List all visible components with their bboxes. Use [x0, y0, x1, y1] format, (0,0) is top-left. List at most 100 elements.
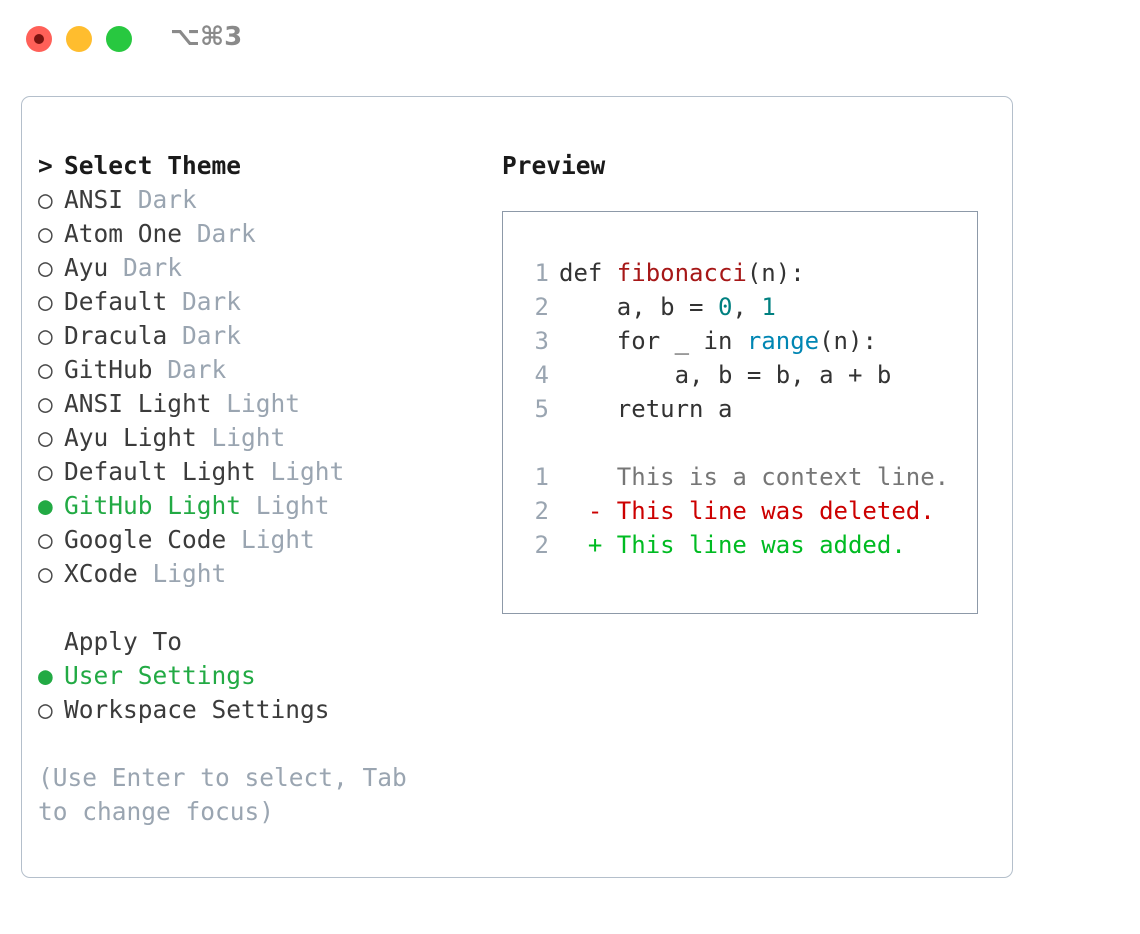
radio-unselected-icon[interactable]: ○	[38, 219, 53, 248]
theme-picker-panel: >Select Theme ○ANSI Dark○Atom One Dark○A…	[21, 96, 1013, 878]
theme-name: Google Code	[64, 525, 227, 554]
code-token: range	[746, 327, 820, 355]
code-line-number: 2	[534, 293, 549, 321]
code-line: 5 return a	[503, 392, 977, 426]
code-line: 3 for _ in range(n):	[503, 324, 977, 358]
code-diff-spacer	[503, 426, 977, 460]
diff-text: This line was deleted.	[616, 497, 935, 525]
theme-list-item[interactable]: ○ Google Code Light	[38, 523, 468, 557]
caret-icon: >	[38, 151, 53, 180]
diff-sign	[559, 463, 617, 491]
code-token: 1	[761, 293, 776, 321]
theme-name: ANSI	[64, 185, 124, 214]
code-token: return a	[559, 395, 733, 423]
code-token: ,	[732, 293, 762, 321]
diff-line: 2 - This line was deleted.	[503, 494, 977, 528]
theme-mode-tag: Light	[241, 491, 330, 520]
code-line-number: 3	[534, 327, 549, 355]
code-token: a, b = b, a + b	[559, 361, 892, 389]
theme-mode-tag: Dark	[123, 185, 197, 214]
diff-sample: 1 This is a context line. 2 - This line w…	[503, 460, 977, 562]
theme-mode-tag: Light	[211, 389, 301, 418]
code-line: 1 def fibonacci(n):	[503, 256, 977, 290]
code-token: (n):	[819, 327, 877, 355]
theme-list-item[interactable]: ○ ANSI Light Light	[38, 387, 468, 421]
theme-list-item[interactable]: ○Atom One Dark	[38, 217, 468, 251]
diff-line-number: 2	[534, 531, 549, 559]
theme-list-item[interactable]: ○ Ayu Dark	[38, 251, 468, 285]
apply-to-header: Apply To	[38, 625, 468, 659]
theme-list-item[interactable]: ○ XCode Light	[38, 557, 468, 591]
theme-name: Dracula	[64, 321, 168, 350]
minimize-button[interactable]	[66, 26, 92, 52]
theme-list-item[interactable]: ○Dracula Dark	[38, 319, 468, 353]
code-line-number: 1	[534, 259, 549, 287]
code-token: (n):	[746, 259, 805, 287]
theme-mode-tag: Dark	[108, 253, 183, 282]
title-bar: ⌥⌘3	[0, 0, 1140, 78]
theme-name: XCode	[64, 559, 138, 588]
apply-to-option[interactable]: ○Workspace Settings	[38, 693, 468, 727]
theme-mode-tag: Light	[226, 525, 315, 554]
theme-mode-tag: Dark	[167, 287, 242, 316]
diff-text: This is a context line.	[616, 463, 950, 491]
close-button[interactable]	[26, 26, 52, 52]
theme-name: Ayu Light	[64, 423, 197, 452]
radio-unselected-icon[interactable]: ○	[38, 389, 53, 418]
keyboard-shortcut-label: ⌥⌘3	[170, 22, 243, 52]
theme-mode-tag: Light	[255, 457, 345, 486]
list-spacer	[38, 591, 468, 625]
diff-line-number: 2	[534, 497, 549, 525]
theme-mode-tag: Dark	[152, 355, 227, 384]
diff-line: 2 + This line was added.	[503, 528, 977, 562]
theme-mode-tag: Light	[196, 423, 286, 452]
diff-sign: +	[559, 531, 617, 559]
theme-name: ANSI Light	[64, 389, 212, 418]
code-token: 0	[717, 293, 733, 321]
radio-unselected-icon[interactable]: ○	[38, 695, 53, 724]
radio-unselected-icon[interactable]: ○	[38, 321, 53, 350]
code-token: a, b =	[559, 293, 718, 321]
radio-unselected-icon[interactable]: ○	[38, 423, 53, 452]
theme-list-item[interactable]: ● GitHub Light Light	[38, 489, 468, 523]
theme-list-item[interactable]: ○ GitHub Dark	[38, 353, 468, 387]
diff-text: This line was added.	[616, 531, 906, 559]
radio-unselected-icon[interactable]: ○	[38, 457, 53, 486]
code-token: for _ in	[559, 327, 747, 355]
theme-name: GitHub Light	[64, 491, 242, 520]
apply-to-option[interactable]: ●User Settings	[38, 659, 468, 693]
theme-list-item[interactable]: ○ Default Light Light	[38, 455, 468, 489]
theme-name: Default	[64, 287, 168, 316]
radio-unselected-icon[interactable]: ○	[38, 559, 53, 588]
radio-unselected-icon[interactable]: ○	[38, 525, 53, 554]
theme-list-item[interactable]: ○ Ayu Light Light	[38, 421, 468, 455]
theme-mode-tag: Light	[137, 559, 227, 588]
radio-unselected-icon[interactable]: ○	[38, 355, 53, 384]
diff-line-number: 1	[534, 463, 549, 491]
apply-to-label: Apply To	[64, 627, 183, 656]
select-theme-label: Select Theme	[64, 151, 242, 180]
code-line-number: 5	[534, 395, 549, 423]
radio-unselected-icon[interactable]: ○	[38, 287, 53, 316]
theme-name: Ayu	[64, 253, 109, 282]
radio-selected-icon[interactable]: ●	[38, 661, 53, 690]
radio-unselected-icon[interactable]: ○	[38, 253, 53, 282]
radio-selected-icon[interactable]: ●	[38, 491, 53, 520]
radio-unselected-icon[interactable]: ○	[38, 185, 53, 214]
code-line: 2 a, b = 0, 1	[503, 290, 977, 324]
theme-list-item[interactable]: ○ Default Dark	[38, 285, 468, 319]
theme-selection-column: >Select Theme ○ANSI Dark○Atom One Dark○A…	[38, 149, 468, 829]
keyboard-hint: (Use Enter to select, Tab to change focu…	[38, 763, 407, 826]
theme-name: GitHub	[64, 355, 153, 384]
theme-mode-tag: Dark	[182, 219, 256, 248]
code-token: def	[559, 259, 617, 287]
select-theme-header: > Select Theme	[38, 149, 468, 183]
maximize-button[interactable]	[106, 26, 132, 52]
theme-list-item[interactable]: ○ ANSI Dark	[38, 183, 468, 217]
code-token: fibonacci	[616, 259, 747, 287]
theme-name: Default Light	[64, 457, 256, 486]
